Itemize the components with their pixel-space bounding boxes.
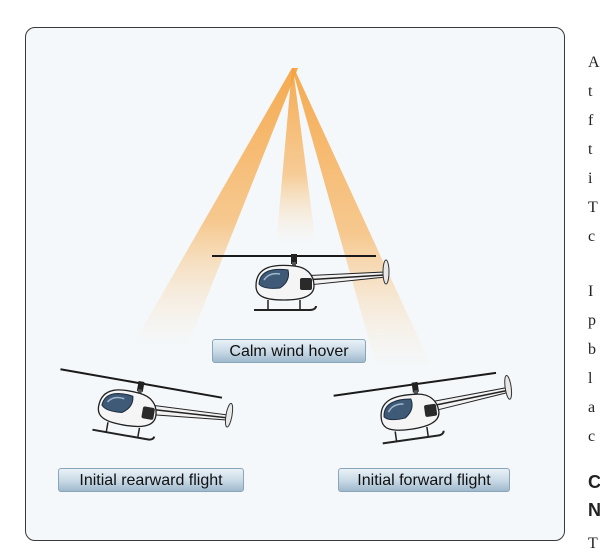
label-calm-wind-hover: Calm wind hover bbox=[212, 339, 366, 363]
side-heading-line: C bbox=[588, 472, 600, 492]
side-text-line: l bbox=[588, 370, 593, 387]
figure-panel: Calm wind hover Initial rearward flight … bbox=[25, 27, 565, 541]
side-text-paragraph-1: A t f t i T c bbox=[588, 48, 600, 251]
side-text-line: c bbox=[588, 428, 596, 445]
side-text-line: T bbox=[588, 199, 598, 216]
side-text-paragraph-2: I p b l a c bbox=[588, 277, 600, 451]
label-initial-rearward-flight: Initial rearward flight bbox=[58, 468, 244, 492]
beam-left bbox=[130, 68, 298, 350]
side-text-line: i bbox=[588, 170, 593, 187]
side-heading-line: N bbox=[588, 500, 600, 520]
side-text-line: f bbox=[588, 112, 594, 129]
diagram-canvas bbox=[50, 68, 518, 455]
side-text-line: c bbox=[588, 228, 596, 245]
beam-right bbox=[292, 68, 434, 372]
beam-center bbox=[276, 68, 316, 246]
side-text-line: I bbox=[588, 283, 594, 300]
side-text-line: b bbox=[588, 341, 596, 358]
label-initial-forward-flight: Initial forward flight bbox=[338, 468, 510, 492]
side-text-trailing: T bbox=[588, 529, 600, 558]
side-text-line: t bbox=[588, 83, 593, 100]
helicopter-icon bbox=[332, 368, 518, 451]
side-text-line: a bbox=[588, 399, 596, 416]
side-heading: C N bbox=[588, 468, 600, 524]
side-text-line: t bbox=[588, 141, 593, 158]
side-text-line: T bbox=[588, 535, 598, 552]
side-text-line: p bbox=[588, 312, 596, 329]
helicopter-icon bbox=[50, 366, 237, 455]
side-text-line: A bbox=[588, 54, 600, 71]
